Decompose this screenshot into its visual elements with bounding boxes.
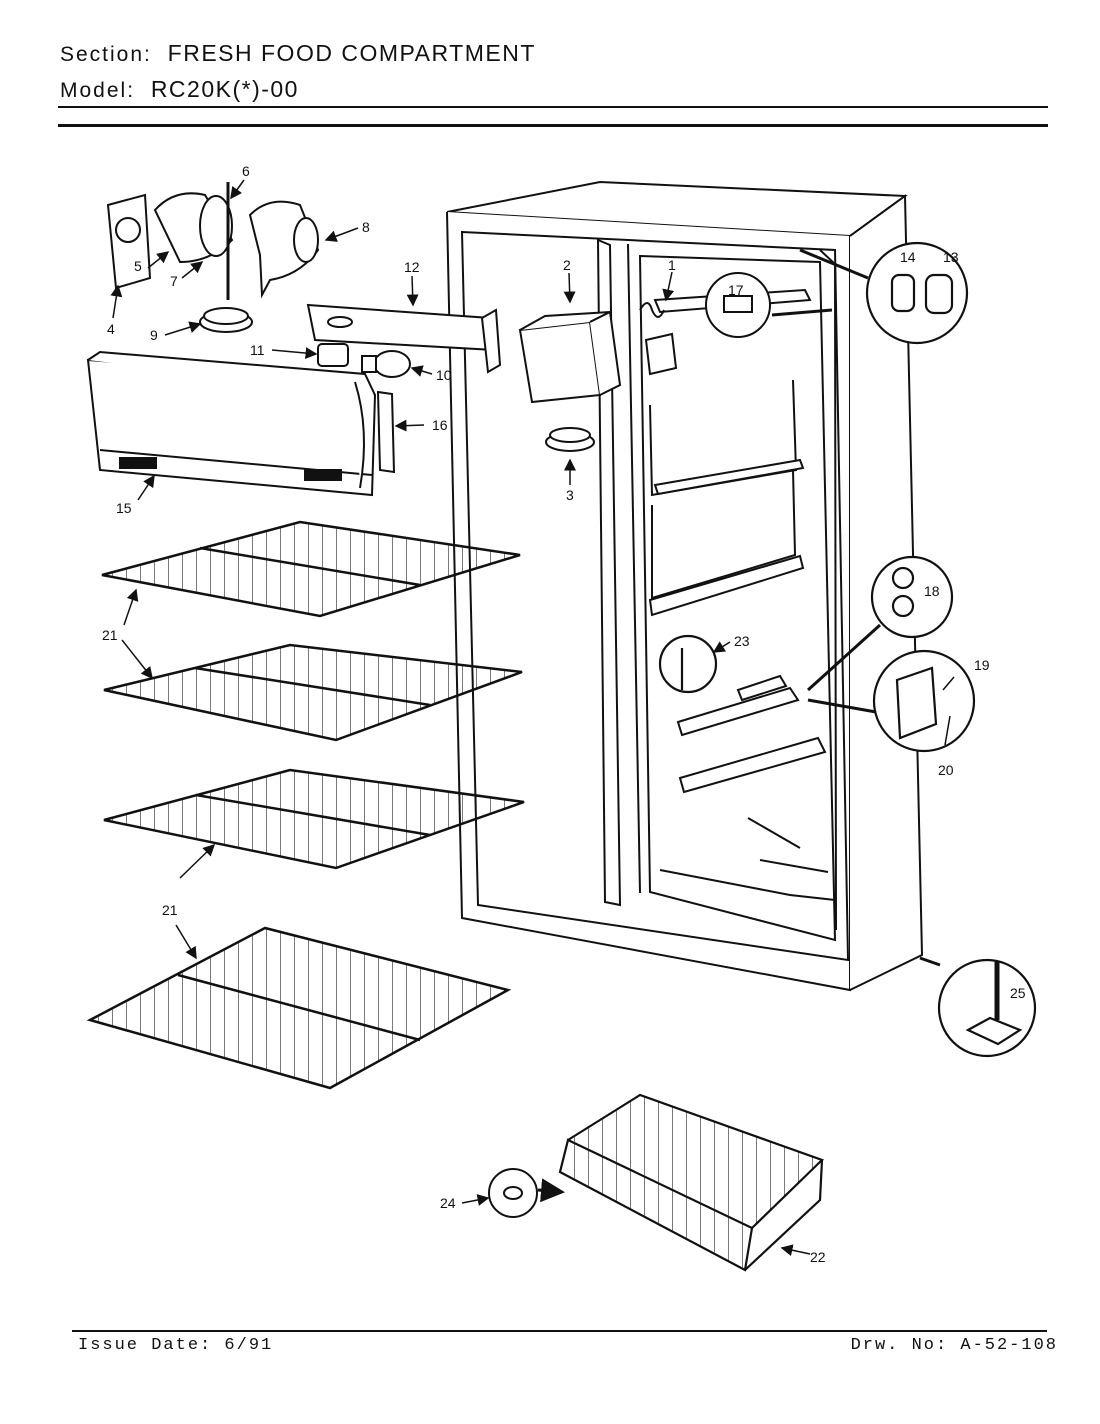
callout-17: 17 (728, 282, 744, 298)
control-knob-part (545, 427, 595, 452)
wire-shelf-1 (101, 520, 521, 618)
issue-date: Issue Date: 6/91 (78, 1336, 274, 1355)
adjust-knob-part (199, 307, 253, 333)
callout-19: 19 (974, 657, 990, 673)
detail-circle-23 (658, 634, 718, 694)
callout-9: 9 (150, 327, 158, 343)
model-heading: Model: RC20K(*)-00 (60, 76, 299, 103)
callout-5: 5 (134, 258, 142, 274)
refrigerator-cabinet (446, 180, 924, 992)
callout-14: 14 (900, 249, 916, 265)
callout-11: 11 (250, 342, 265, 358)
section-key: Section: (60, 43, 152, 66)
light-shield-part (248, 200, 320, 299)
callout-15: 15 (116, 500, 132, 516)
callout-23: 23 (734, 633, 750, 649)
callout-numbers: 1 2 3 4 5 6 7 8 9 10 11 12 13 14 15 16 1… (102, 163, 1026, 1265)
detail-leader-lines (537, 248, 941, 1203)
callout-16: 16 (432, 417, 448, 433)
mounting-bracket-part (106, 193, 152, 290)
footer-rule (72, 1330, 1047, 1332)
light-housing-part (153, 192, 234, 264)
callout-4: 4 (107, 321, 115, 337)
callout-leaders (110, 179, 955, 1257)
basket-roller-part (488, 1168, 538, 1218)
model-key: Model: (60, 79, 136, 102)
callout-7: 7 (170, 273, 178, 289)
light-socket-part (705, 272, 771, 338)
model-value: RC20K(*)-00 (150, 76, 299, 102)
section-heading: Section: FRESH FOOD COMPARTMENT (60, 40, 536, 67)
drawing-number: Drw. No: A-52-108 (850, 1336, 1058, 1355)
header-rule-top (58, 106, 1048, 108)
callout-22: 22 (810, 1249, 826, 1265)
callout-2: 2 (563, 257, 571, 273)
light-bulb-part (361, 350, 411, 378)
callout-21-bottom: 21 (162, 902, 178, 918)
header-rule-bottom (58, 124, 1048, 127)
wire-shelf-4 (86, 926, 512, 1090)
callout-13: 13 (943, 249, 959, 265)
light-cover-part (86, 350, 377, 497)
callout-21-top: 21 (102, 627, 118, 643)
callout-20: 20 (938, 762, 954, 778)
detail-circle-19-20 (872, 649, 976, 753)
callout-18: 18 (924, 583, 940, 599)
wire-shelf-3 (103, 768, 525, 870)
section-value: FRESH FOOD COMPARTMENT (167, 40, 536, 66)
callout-6: 6 (242, 163, 250, 179)
detail-circle-25 (937, 958, 1037, 1058)
callout-25: 25 (1010, 985, 1026, 1001)
detail-circle-13-14 (865, 241, 969, 345)
control-housing-part (518, 310, 622, 404)
cover-handle-part (376, 390, 396, 474)
callout-8: 8 (362, 219, 370, 235)
wire-shelf-2 (103, 643, 523, 742)
callout-12: 12 (404, 259, 420, 275)
callout-10: 10 (436, 367, 452, 383)
detail-circle-18 (870, 555, 954, 639)
callout-1: 1 (668, 257, 676, 273)
lamp-socket-part (317, 343, 349, 367)
light-bracket-part (306, 303, 502, 374)
callout-24: 24 (440, 1195, 456, 1211)
callout-3: 3 (566, 487, 574, 503)
thermostat-part (639, 302, 678, 376)
wire-basket-part (558, 1093, 825, 1272)
